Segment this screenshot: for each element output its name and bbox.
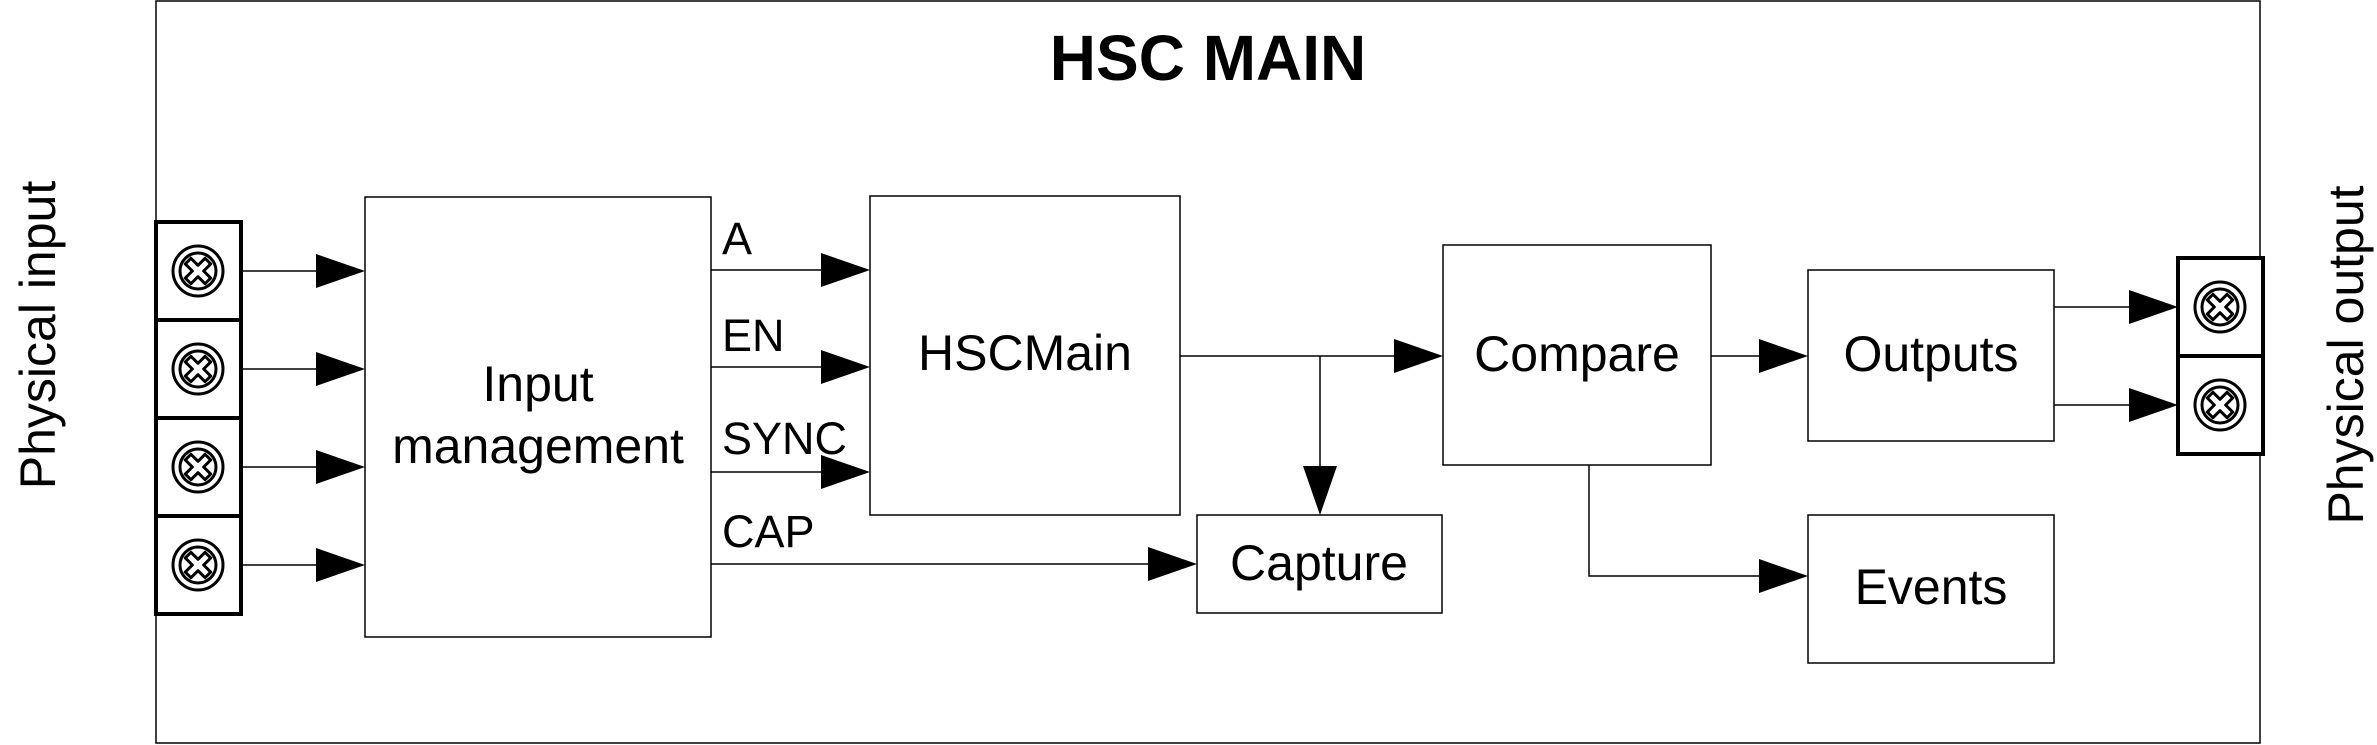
compare-to-events-connector xyxy=(1588,465,1808,593)
input-management-label-line2: management xyxy=(392,418,684,474)
hscmain-to-compare-connector xyxy=(1180,339,1443,373)
terminal-screw-icon xyxy=(171,244,225,298)
events-block xyxy=(1807,514,2055,664)
capture-label: Capture xyxy=(1230,535,1408,591)
signal-cap-connector xyxy=(711,547,1197,581)
outputs-to-terminal-connectors xyxy=(2054,290,2178,422)
compare-block xyxy=(1442,244,1712,466)
diagram-title: HSC MAIN xyxy=(1050,22,1366,94)
signal-sync-label: SYNC xyxy=(722,413,847,464)
hscmain-to-capture-connector xyxy=(1303,356,1337,515)
signal-sync-connector xyxy=(711,455,870,489)
input-connectors xyxy=(241,254,365,582)
input-management-block xyxy=(364,196,712,638)
physical-output-label: Physical output xyxy=(2318,185,2374,524)
input-management-label-line1: Input xyxy=(482,356,593,412)
outputs-block xyxy=(1807,269,2055,442)
signal-a-connector xyxy=(711,253,870,287)
compare-label: Compare xyxy=(1474,326,1680,382)
terminal-screw-icon xyxy=(2193,378,2247,432)
output-terminal-strip xyxy=(2176,256,2265,456)
input-terminal-strip xyxy=(154,220,243,616)
capture-block xyxy=(1196,514,1443,614)
compare-to-outputs-connector xyxy=(1711,339,1808,373)
terminal-screw-icon xyxy=(2193,280,2247,334)
terminal-screw-icon xyxy=(171,440,225,494)
terminal-screw-icon xyxy=(171,538,225,592)
signal-a-label: A xyxy=(722,213,752,264)
signal-cap-label: CAP xyxy=(722,506,815,557)
hscmain-label: HSCMain xyxy=(918,325,1132,381)
hscmain-block xyxy=(869,195,1181,516)
events-label: Events xyxy=(1855,559,2008,615)
terminal-screw-icon xyxy=(171,342,225,396)
outputs-label: Outputs xyxy=(1843,326,2018,382)
signal-en-label: EN xyxy=(722,310,785,361)
signal-en-connector xyxy=(711,350,870,384)
physical-input-label: Physical input xyxy=(10,181,66,490)
